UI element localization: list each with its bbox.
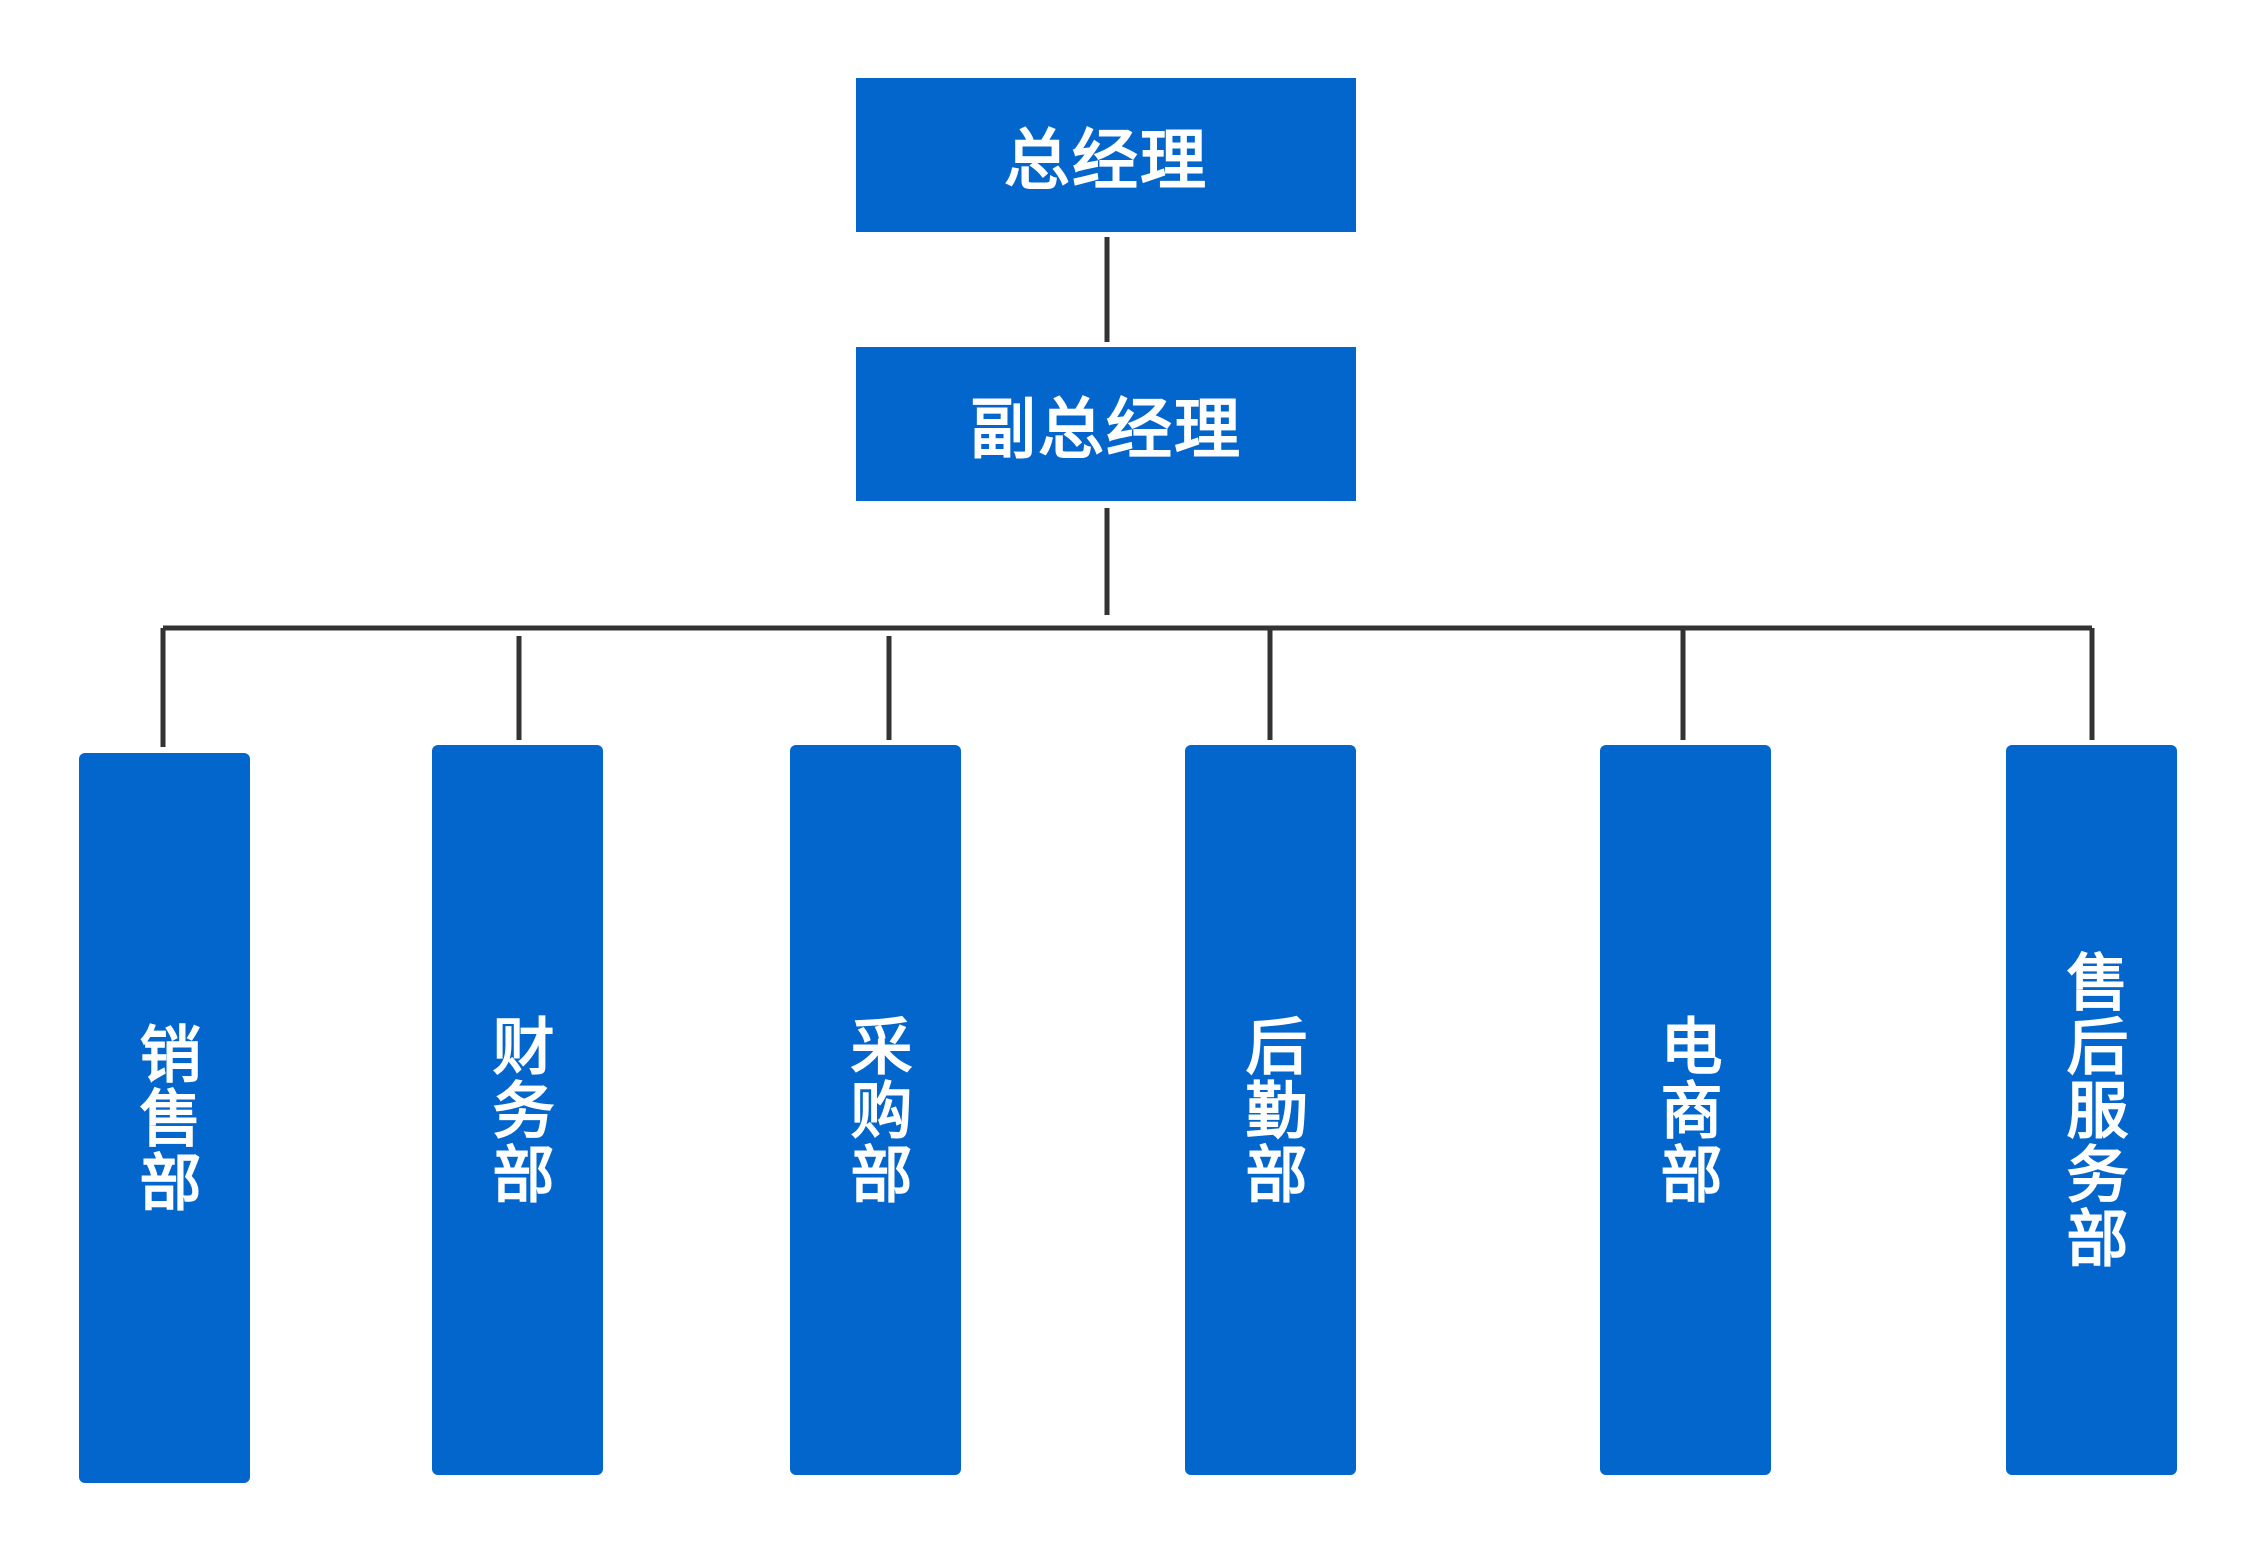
node-sales-department-label: 销售部 — [128, 1022, 202, 1214]
node-purchasing-department-label: 采购部 — [839, 1014, 913, 1206]
node-ecommerce-department-label: 电商部 — [1649, 1014, 1723, 1206]
node-logistics-department-label: 后勤部 — [1234, 1014, 1308, 1206]
node-aftersales-service-department: 售后服务部 — [2006, 745, 2177, 1475]
node-deputy-general-manager-label: 副总经理 — [970, 391, 1242, 468]
node-logistics-department: 后勤部 — [1185, 745, 1356, 1475]
node-general-manager-label: 总经理 — [1004, 122, 1208, 199]
node-finance-department-label: 财务部 — [481, 1014, 555, 1206]
node-general-manager: 总经理 — [856, 78, 1356, 232]
node-purchasing-department: 采购部 — [790, 745, 961, 1475]
node-finance-department: 财务部 — [432, 745, 603, 1475]
node-sales-department: 销售部 — [79, 753, 250, 1483]
node-ecommerce-department: 电商部 — [1600, 745, 1771, 1475]
node-deputy-general-manager: 副总经理 — [856, 347, 1356, 501]
node-aftersales-service-department-label: 售后服务部 — [2055, 950, 2129, 1270]
